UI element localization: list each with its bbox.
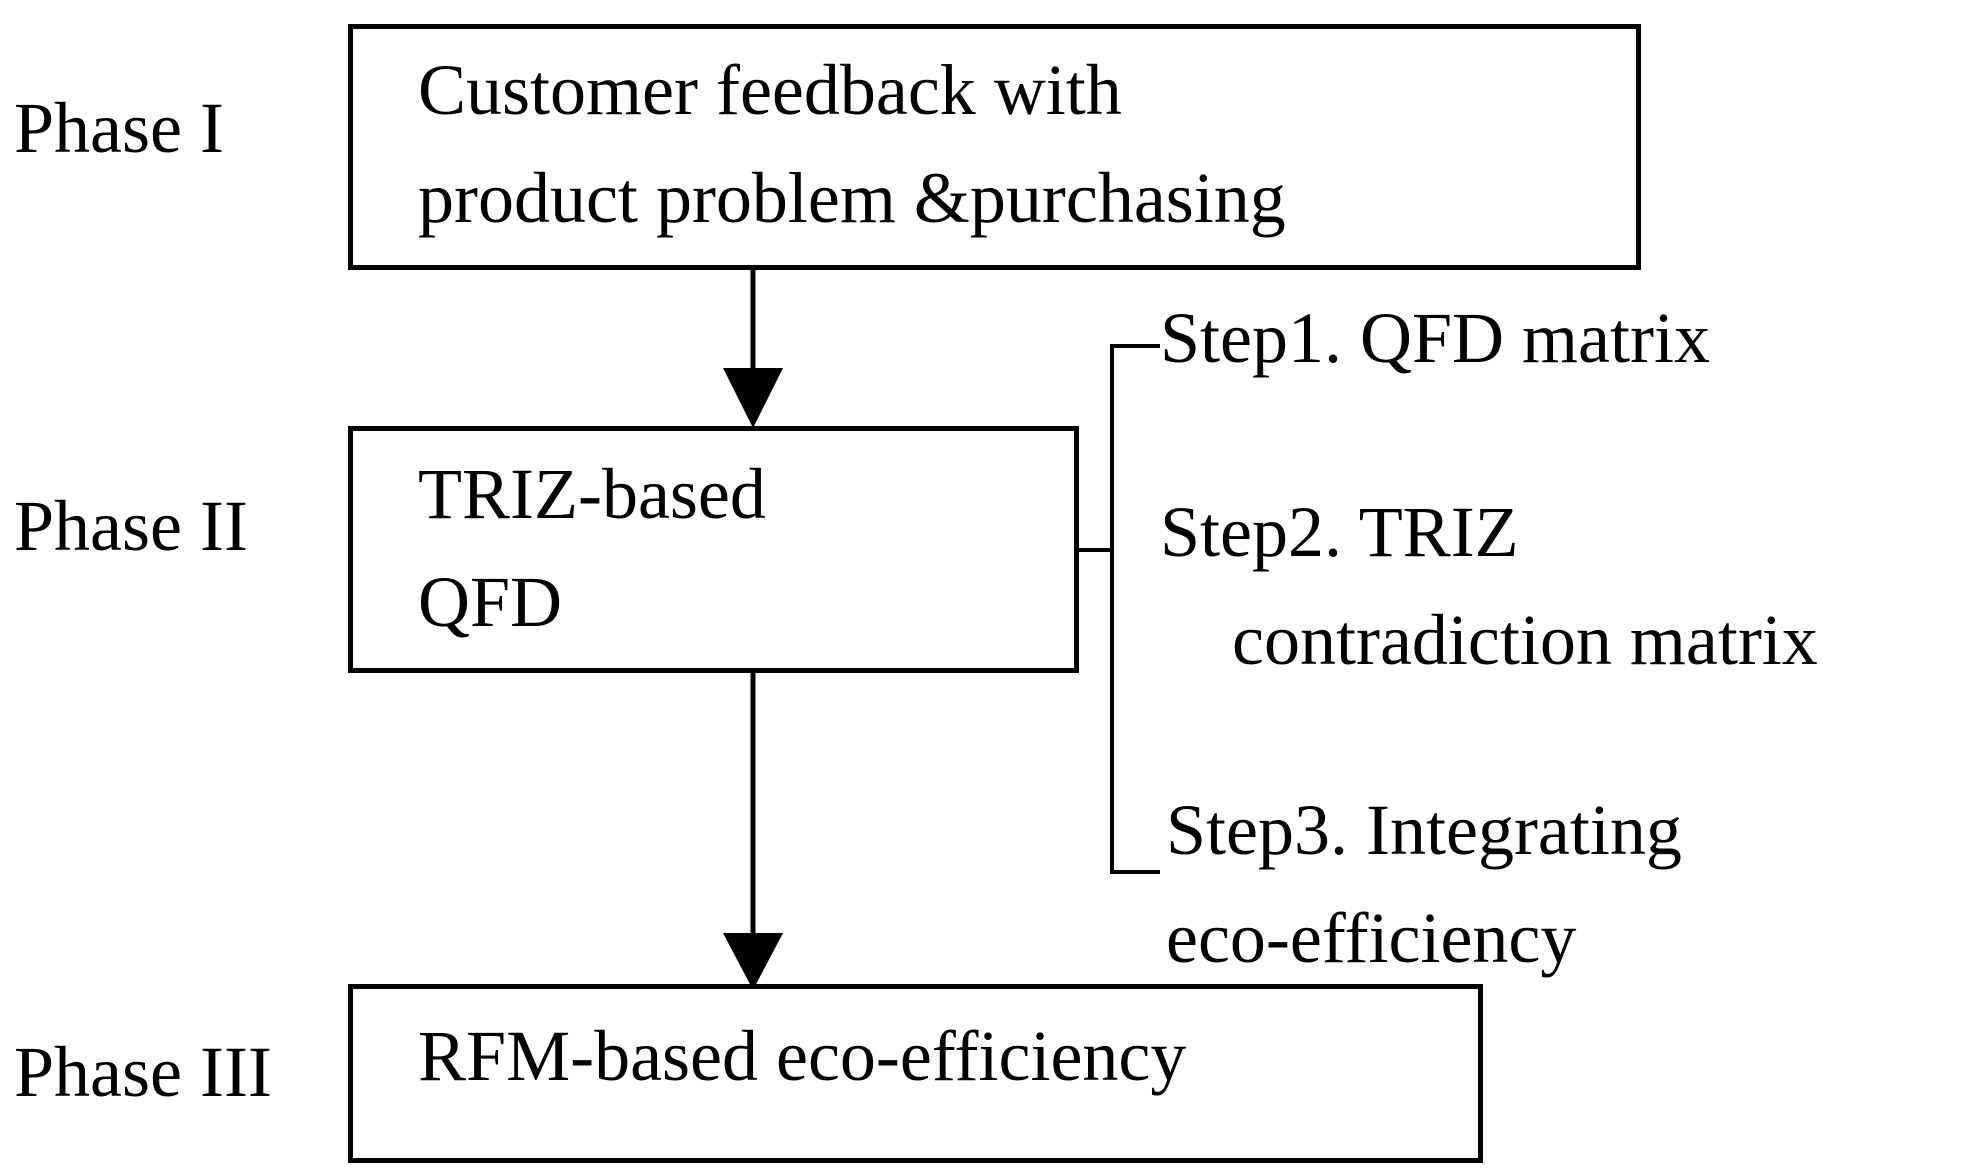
step-2-line1: Step2. TRIZ — [1160, 492, 1519, 572]
phase2-box-text: TRIZ-based QFD — [418, 440, 766, 656]
step-2: Step2. TRIZ contradiction matrix — [1160, 478, 1818, 694]
step-2-line2: contradiction matrix — [1232, 600, 1818, 680]
phase2-box-line1: TRIZ-based — [418, 454, 766, 534]
phase-label-3: Phase III — [14, 1032, 272, 1112]
phase1-box — [348, 24, 1641, 270]
step-1: Step1. QFD matrix — [1160, 284, 1710, 392]
phase1-box-line2: product problem &purchasing — [418, 158, 1286, 238]
step-3-line1: Step3. Integrating — [1166, 790, 1682, 870]
phase2-box-line2: QFD — [418, 562, 563, 642]
phase2-box — [348, 426, 1079, 673]
phase-label-1: Phase I — [14, 88, 224, 168]
phase3-box-line1: RFM-based eco-efficiency — [418, 1016, 1187, 1096]
arrowhead-phase2 — [723, 368, 783, 428]
arrowhead-phase3 — [723, 933, 783, 990]
step-1-line1: Step1. QFD matrix — [1160, 298, 1710, 378]
phase-label-2: Phase II — [14, 486, 248, 566]
phase1-box-line1: Customer feedback with — [418, 50, 1122, 130]
step-3: Step3. Integrating eco-efficiency — [1166, 776, 1682, 992]
phase1-box-text: Customer feedback with product problem &… — [418, 36, 1286, 252]
step-3-line2: eco-efficiency — [1166, 898, 1577, 978]
phase3-box — [348, 984, 1483, 1163]
phase3-box-text: RFM-based eco-efficiency — [418, 1002, 1186, 1110]
